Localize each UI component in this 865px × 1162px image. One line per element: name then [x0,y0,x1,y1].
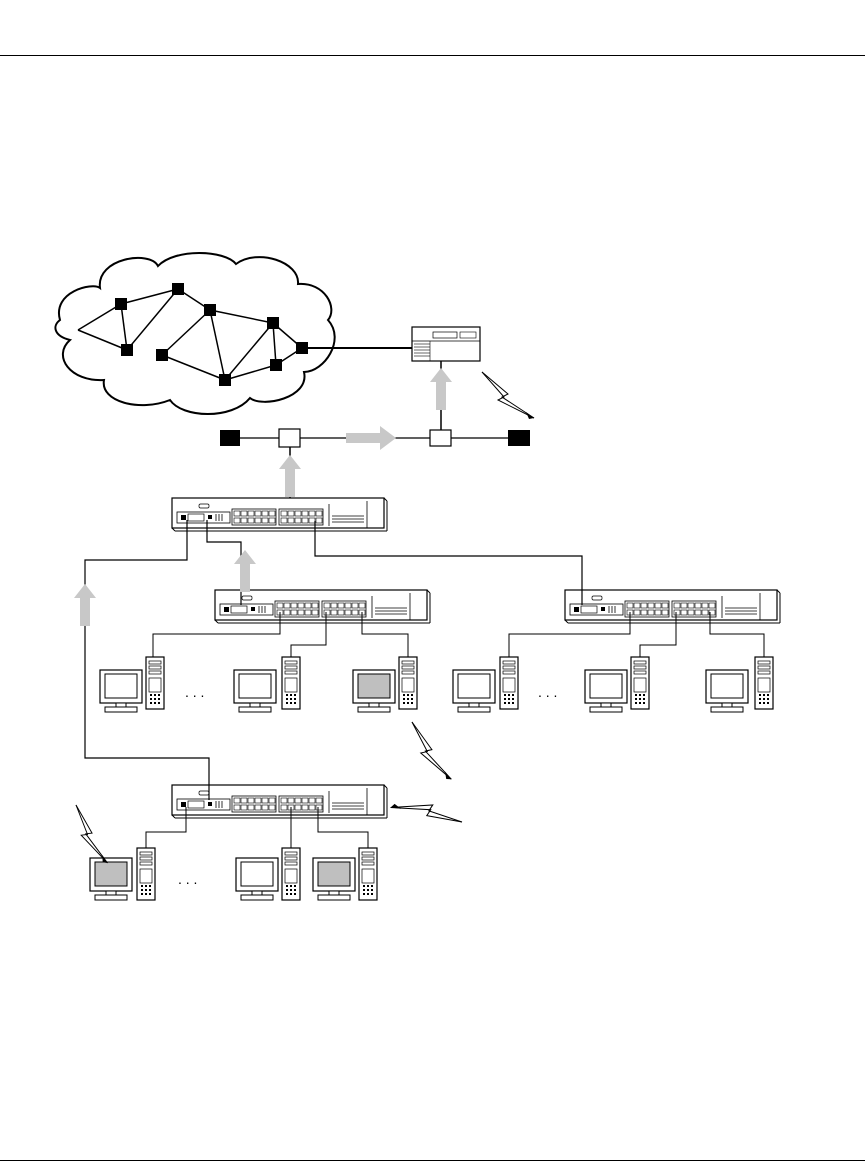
tower-pc-icon [359,848,377,900]
core-switch [172,498,387,531]
tower-pc-icon [282,848,300,900]
tower-pc-icon [399,657,417,709]
edge-switch [215,590,430,623]
backbone-hub [430,430,451,446]
flow-arrow-up [74,584,96,626]
workstation-group: . . . [90,807,377,900]
tower-pc-icon [137,848,155,900]
monitor-icon [100,670,142,712]
backbone [220,426,530,450]
ellipsis: . . . [185,684,204,700]
ellipsis: . . . [178,871,197,887]
monitor-icon [313,858,355,900]
tower-pc-icon [755,657,773,709]
monitor-icon [453,670,495,712]
monitor-icon [90,858,132,900]
monitor-icon [236,858,278,900]
router [412,327,480,361]
wireless-lightning-icon [482,372,534,419]
edge-switch [565,590,780,623]
workstation-group: . . . [453,612,773,712]
workstation-group: . . . [100,612,417,712]
flow-arrow-up [279,455,301,497]
ellipsis: . . . [538,684,557,700]
monitor-icon [585,670,627,712]
wireless-lightning-icon [61,805,123,864]
monitor-icon [706,670,748,712]
tower-pc-icon [146,657,164,709]
backbone-hub [279,429,300,447]
backbone-endpoint [508,430,530,446]
wireless-lightning-icon [390,779,462,849]
wireless-lightning-icon [401,722,463,780]
tower-pc-icon [631,657,649,709]
monitor-icon [353,670,395,712]
flow-arrow-up [430,368,452,410]
flow-arrow-right [346,426,396,450]
tower-pc-icon [500,657,518,709]
wan-cloud [55,253,334,414]
tower-pc-icon [282,657,300,709]
edge-switch [172,785,387,818]
monitor-icon [234,670,276,712]
backbone-endpoint [220,430,240,446]
flow-arrow-up [234,550,256,592]
